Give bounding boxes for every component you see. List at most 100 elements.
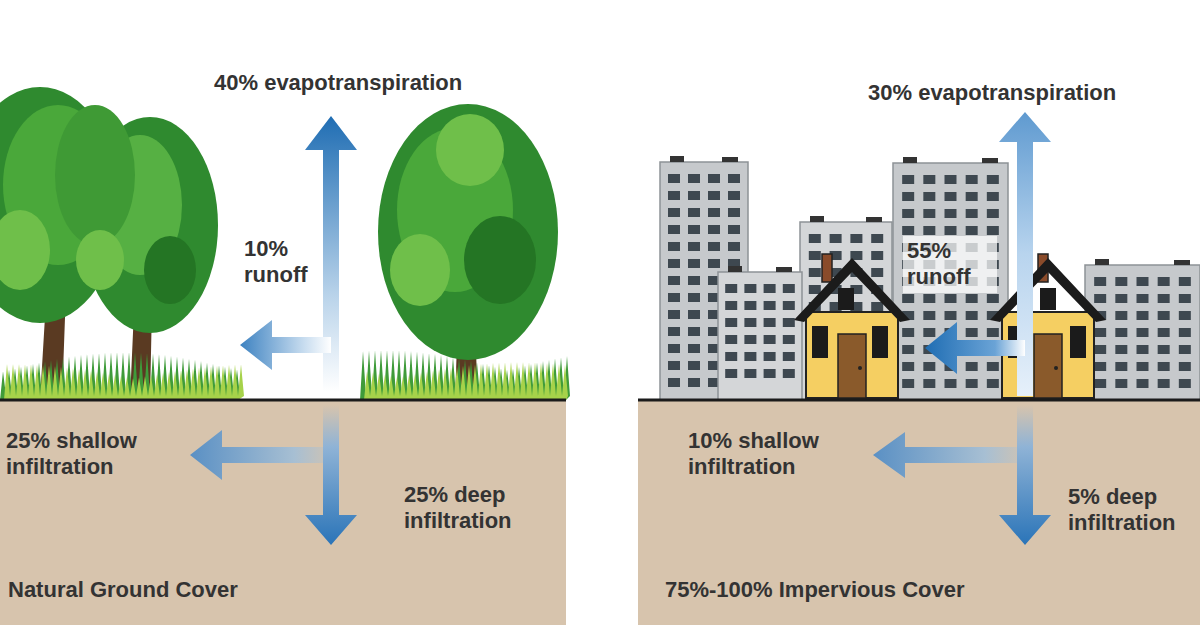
building [668,242,680,251]
building [688,344,700,353]
building [668,208,680,217]
building [1094,277,1106,286]
building [1179,294,1191,303]
building [728,242,740,251]
building [728,191,740,200]
building [783,318,795,327]
building [1158,277,1170,286]
house [872,326,888,358]
building [668,259,680,268]
building [1137,328,1149,337]
tree [464,216,536,304]
grass-blades [364,362,568,400]
building [1179,328,1191,337]
house [838,334,866,398]
building [688,259,700,268]
flow-label: Natural Ground Cover [8,577,238,603]
building [1179,379,1191,388]
building [987,328,999,337]
building [725,335,737,344]
house [1054,366,1058,370]
building [923,209,935,218]
building [902,328,914,337]
building [764,284,776,293]
building [1095,259,1109,265]
building [966,328,978,337]
building [1094,379,1106,388]
building [1158,379,1170,388]
building [902,294,914,303]
building [1115,379,1127,388]
building [945,209,957,218]
building [1179,362,1191,371]
building [1115,345,1127,354]
building [809,251,821,260]
building [945,311,957,320]
building [902,175,914,184]
house [990,254,1106,398]
building [725,369,737,378]
flow-label: 55% runoff [903,236,997,293]
building [902,226,914,235]
tree [55,105,135,245]
building [987,379,999,388]
flow-label: 10% shallow infiltration [688,428,848,481]
buildings [660,156,1200,400]
building [850,234,862,243]
building [728,174,740,183]
building [945,226,957,235]
tree [390,234,450,306]
soil [638,400,1200,625]
tree [144,236,196,304]
building [708,208,720,217]
building [966,175,978,184]
building [1158,328,1170,337]
building [871,268,883,277]
building [668,174,680,183]
building [722,157,738,162]
building [1179,277,1191,286]
flow-label: 25% deep infiltration [404,482,544,535]
building [725,318,737,327]
building [1094,362,1106,371]
flow-arrows [873,405,1033,478]
building [1179,345,1191,354]
building [871,302,883,311]
building [871,251,883,260]
building [923,362,935,371]
building [764,318,776,327]
grass-blades [4,364,244,400]
building [830,234,842,243]
house [1034,334,1062,398]
building [708,191,720,200]
flow-arrows [999,405,1051,545]
building [1094,328,1106,337]
building [1137,345,1149,354]
building [1094,345,1106,354]
building [728,208,740,217]
building [1115,328,1127,337]
flow-arrows [190,405,339,480]
building [903,157,917,163]
building [902,362,914,371]
building [982,158,998,163]
building [708,225,720,234]
building [987,294,999,303]
building [902,379,914,388]
building [783,352,795,361]
building [810,216,824,222]
building [670,156,684,162]
building [1137,362,1149,371]
building [668,327,680,336]
building [668,191,680,200]
building [923,379,935,388]
building [1115,294,1127,303]
building [764,369,776,378]
building [668,225,680,234]
flow-arrows [240,320,331,370]
building [945,294,957,303]
house [838,288,854,310]
building [987,226,999,235]
building [744,284,756,293]
building [783,369,795,378]
